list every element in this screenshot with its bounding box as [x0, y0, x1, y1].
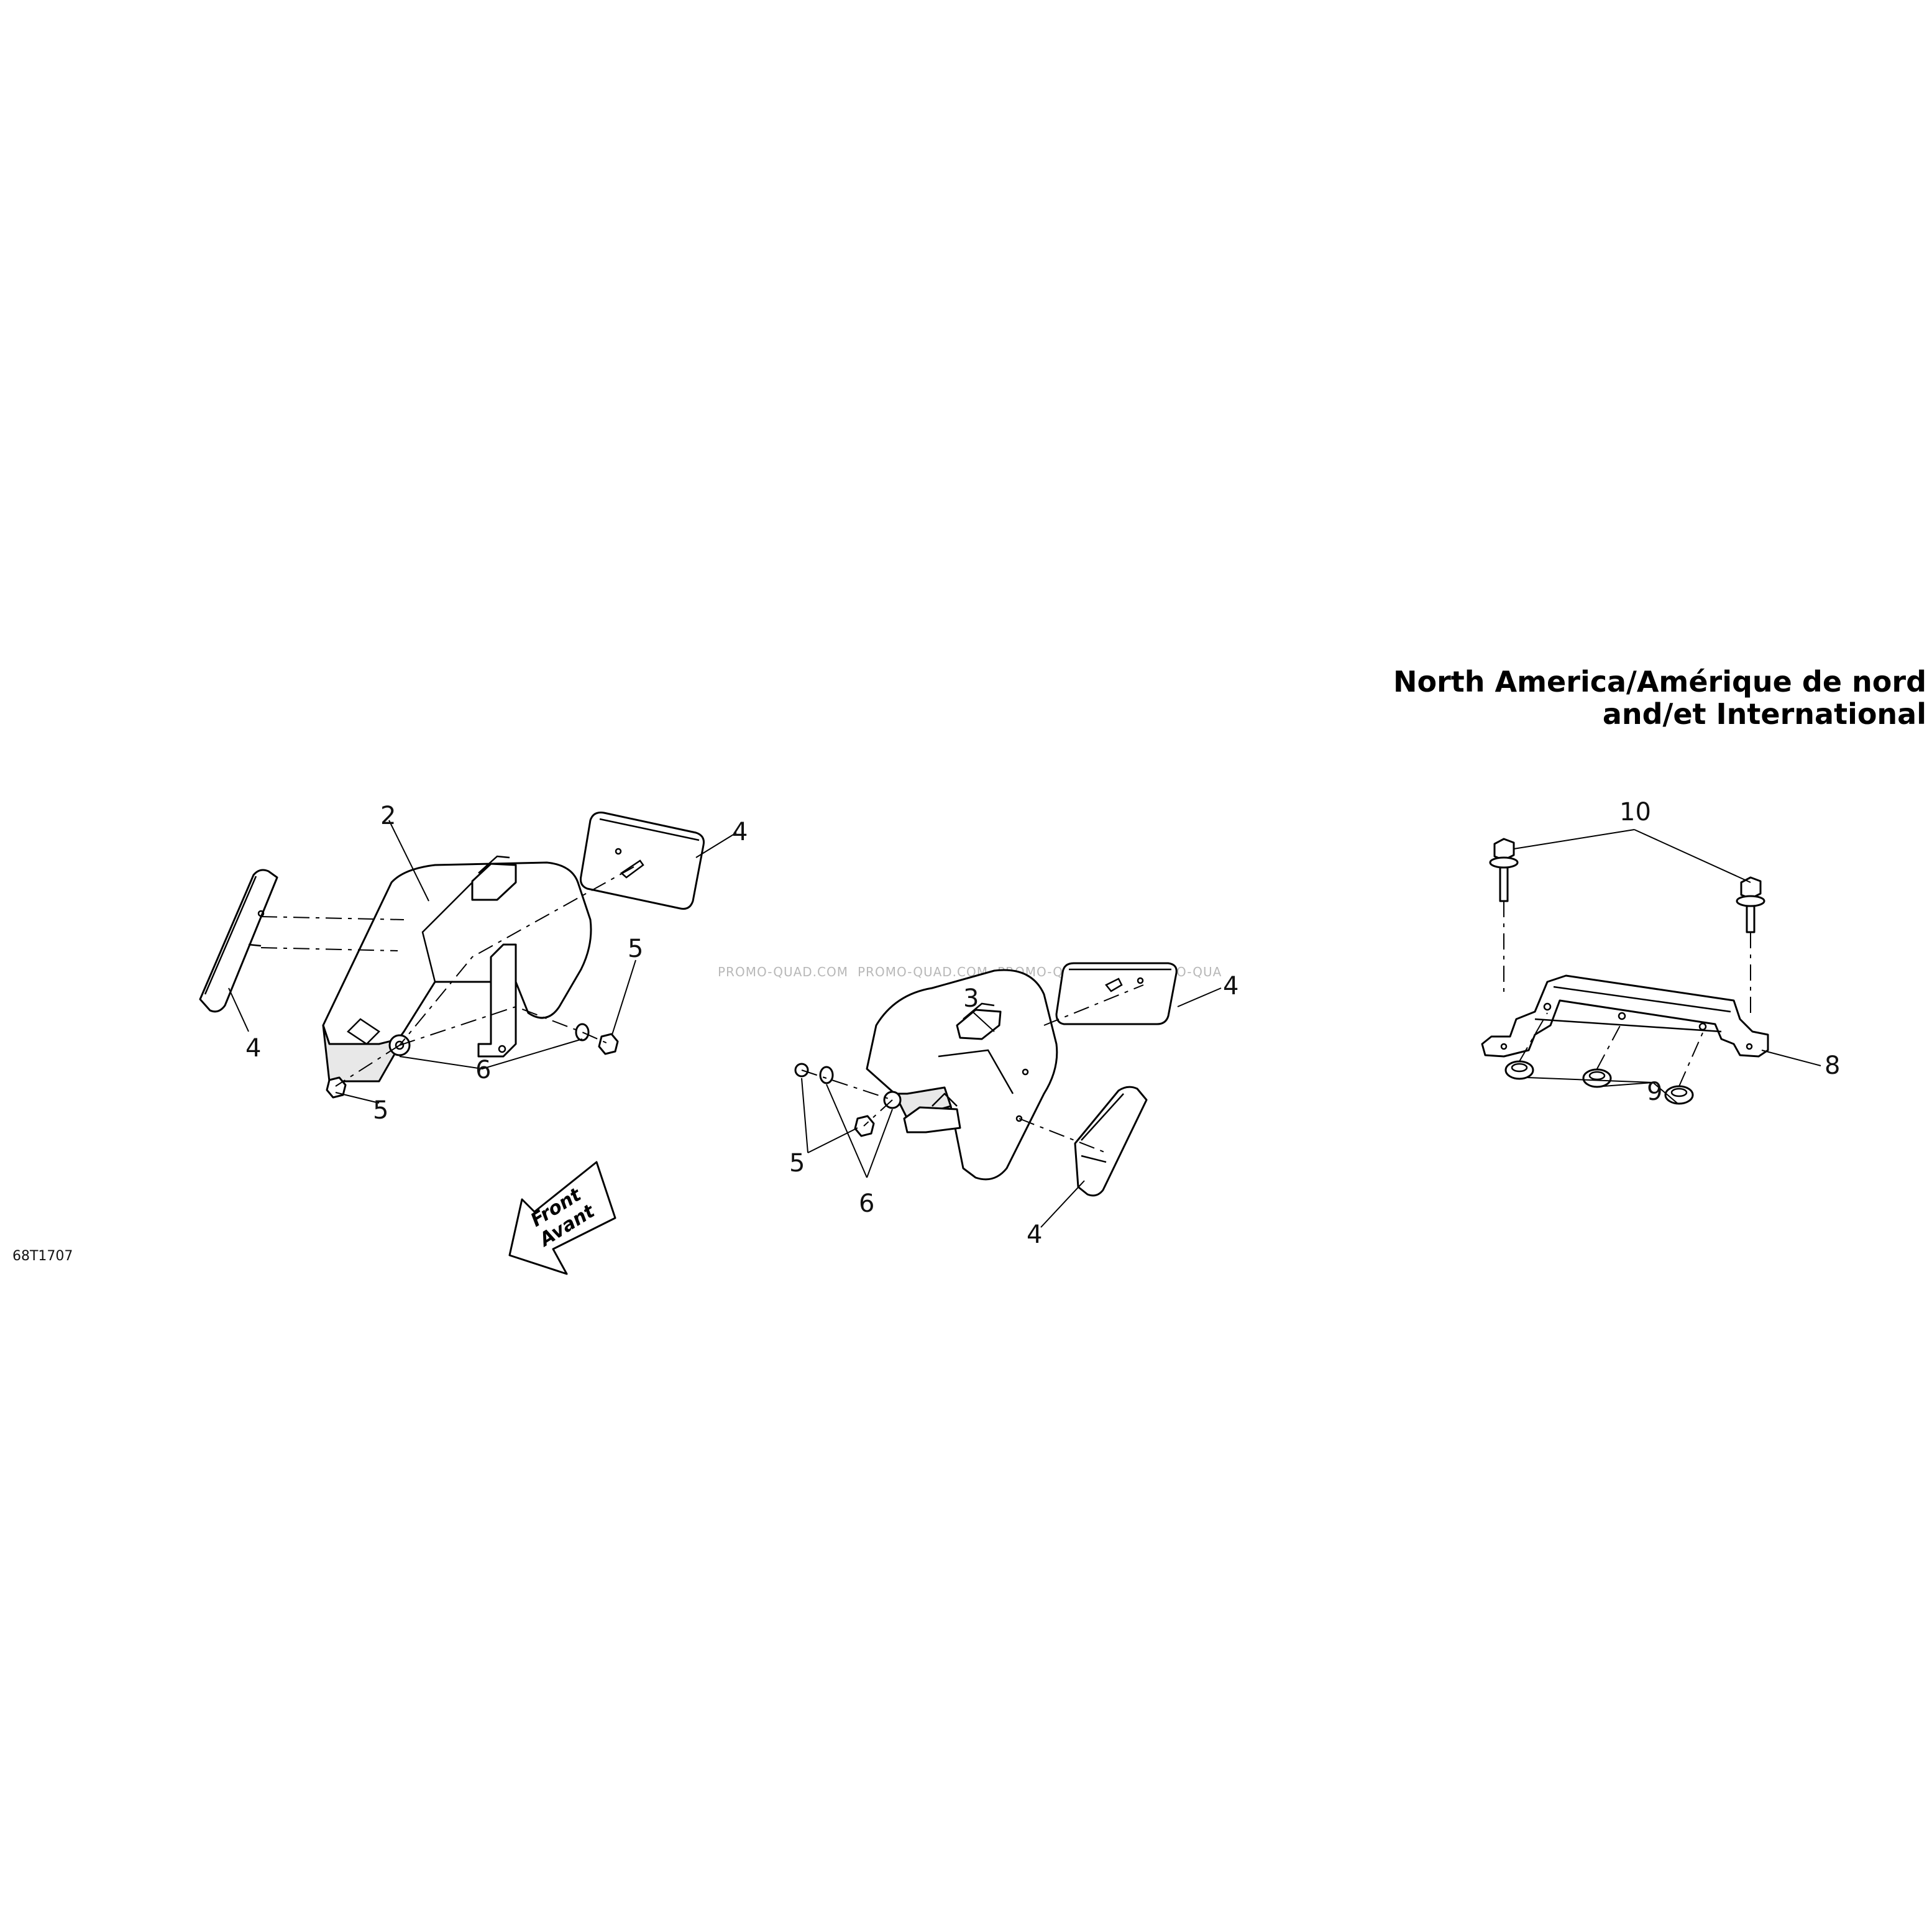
housing-3 [866, 969, 1058, 1181]
watermark: PROMO-QUAD.COM [718, 964, 848, 979]
grommet-9 [1582, 1068, 1612, 1088]
screw-10-right [1736, 876, 1765, 933]
bracket-8 [1481, 974, 1769, 1058]
grommet-9 [1504, 1060, 1534, 1080]
reflector-middle-bottom [1074, 1086, 1148, 1197]
callout-6: 6 [859, 1189, 874, 1218]
grommet-9 [1664, 1085, 1694, 1105]
callout-4: 4 [245, 1034, 261, 1063]
middle-assembly: 3 4 4 5 6 [789, 962, 1238, 1249]
watermark: PROMO-QUAD.COM [858, 964, 988, 979]
callout-5: 5 [373, 1096, 388, 1125]
callout-2: 2 [380, 802, 396, 830]
reflector-left-top [580, 812, 705, 910]
callout-4: 4 [1223, 972, 1238, 1000]
front-direction-arrow: Front Avant [508, 1161, 616, 1275]
screw-10-left [1489, 838, 1519, 902]
reflector-left [199, 869, 278, 1013]
title-line-1: North America/Amérique de nord [1393, 665, 1926, 698]
callout-8: 8 [1824, 1051, 1840, 1080]
callout-3: 3 [963, 984, 979, 1013]
title-line-2: and/et International [1603, 697, 1926, 731]
callout-4: 4 [732, 818, 748, 846]
right-assembly: 10 8 9 [1481, 798, 1840, 1106]
left-assembly: 2 4 4 5 5 6 [199, 802, 748, 1125]
housing-2 [322, 855, 592, 1083]
callout-10: 10 [1619, 798, 1651, 826]
reflector-middle-top [1055, 962, 1178, 1025]
callout-6: 6 [475, 1056, 491, 1084]
callout-9: 9 [1647, 1078, 1662, 1106]
callout-4: 4 [1027, 1220, 1042, 1249]
callout-5: 5 [628, 935, 643, 963]
callout-5: 5 [789, 1149, 805, 1178]
reference-code: 68T1707 [12, 1248, 73, 1264]
